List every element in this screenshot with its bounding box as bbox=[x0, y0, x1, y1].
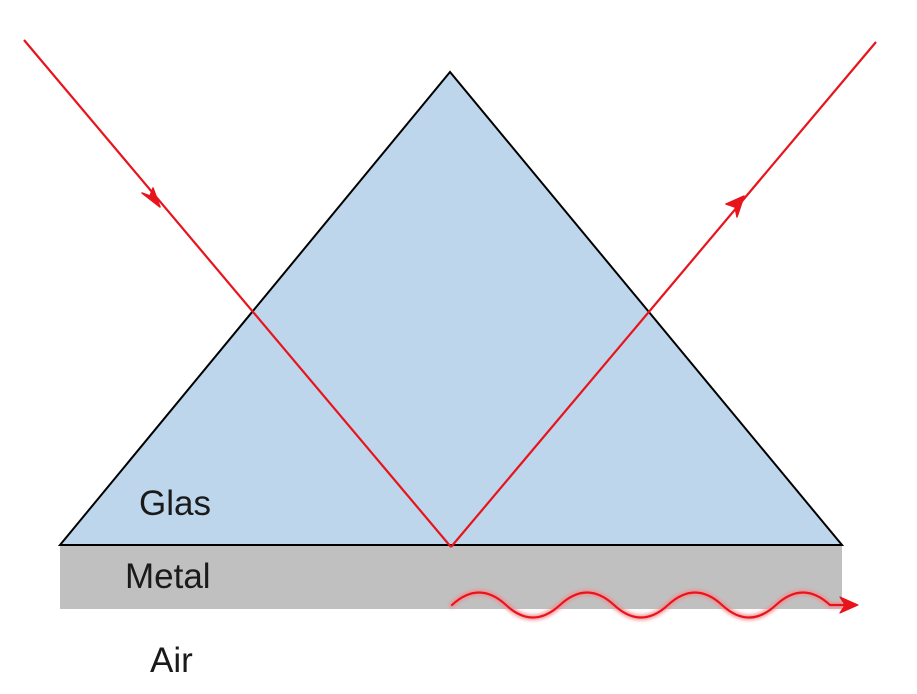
metal-label: Metal bbox=[125, 557, 211, 596]
incident-ray-arrowhead bbox=[141, 187, 161, 208]
surface-plasmon-wave bbox=[449, 589, 851, 621]
incident-ray bbox=[23, 39, 452, 548]
glass-label: Glas bbox=[139, 484, 211, 523]
reflected-ray-arrowhead bbox=[725, 195, 745, 218]
surface-wave-arrowhead bbox=[839, 596, 859, 614]
glass-prism bbox=[57, 70, 845, 546]
reflected-ray bbox=[450, 41, 877, 548]
air-label: Air bbox=[150, 641, 193, 680]
